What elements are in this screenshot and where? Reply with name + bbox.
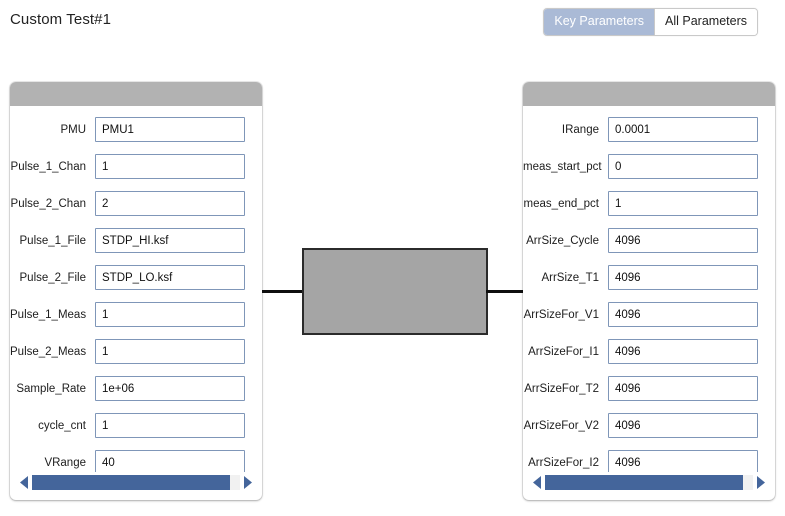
left-parameter-panel: PMU Pulse_1_ChanPulse_2_ChanPulse_1_FileP…	[10, 82, 262, 500]
left-scroll-thumb[interactable]	[32, 475, 230, 490]
param-row: ArrSizeFor_I1	[523, 333, 775, 370]
param-input-cycle_cnt[interactable]	[95, 413, 245, 438]
page-title: Custom Test#1	[10, 11, 112, 28]
param-row: Pulse_1_Chan	[10, 148, 262, 185]
param-label-pmu: PMU	[60, 123, 86, 136]
tab-key-parameters[interactable]: Key Parameters	[544, 9, 655, 35]
right-scroll-thumb[interactable]	[545, 475, 743, 490]
param-label-arrsizefor_v1: ArrSizeFor_V1	[523, 308, 599, 321]
device-wire-left	[262, 290, 304, 293]
param-label-meas_end_pct: meas_end_pct	[523, 197, 599, 210]
param-row: Pulse_2_File	[10, 259, 262, 296]
param-row: ArrSize_T1	[523, 259, 775, 296]
parameter-view-toggle[interactable]: Key Parameters All Parameters	[543, 8, 758, 36]
param-label-cycle_cnt: cycle_cnt	[38, 419, 86, 432]
param-row: cycle_cnt	[10, 407, 262, 444]
param-label-pulse_2_meas: Pulse_2_Meas	[10, 345, 87, 358]
param-input-pulse_1_file[interactable]	[95, 228, 245, 253]
param-row: Pulse_1_Meas	[10, 296, 262, 333]
param-input-arrsizefor_v1[interactable]	[608, 302, 758, 327]
param-row: Sample_Rate	[10, 370, 262, 407]
scroll-left-arrow-icon[interactable]	[18, 475, 30, 491]
param-label-arrsize_cycle: ArrSize_Cycle	[526, 234, 599, 247]
param-input-meas_end_pct[interactable]	[608, 191, 758, 216]
param-label-arrsizefor_v2: ArrSizeFor_V2	[523, 419, 599, 432]
scroll-left-arrow-icon[interactable]	[531, 475, 543, 491]
param-input-arrsize_t1[interactable]	[608, 265, 758, 290]
tab-all-parameters[interactable]: All Parameters	[655, 9, 757, 35]
param-label-arrsizefor_i1: ArrSizeFor_I1	[528, 345, 599, 358]
param-row: Pulse_2_Meas	[10, 333, 262, 370]
right-panel-header	[523, 82, 775, 106]
param-input-sample_rate[interactable]	[95, 376, 245, 401]
param-row: VRange	[10, 444, 262, 472]
param-input-pulse_1_meas[interactable]	[95, 302, 245, 327]
param-row: ArrSizeFor_V2	[523, 407, 775, 444]
param-row: meas_end_pct	[523, 185, 775, 222]
right-panel-body: IRange meas_start_pct meas_end_pctArrSize_…	[523, 106, 775, 472]
param-row: ArrSizeFor_T2	[523, 370, 775, 407]
param-input-arrsizefor_t2[interactable]	[608, 376, 758, 401]
param-input-arrsizefor_v2[interactable]	[608, 413, 758, 438]
right-panel-horizontal-scrollbar[interactable]	[531, 472, 767, 493]
param-label-arrsize_t1: ArrSize_T1	[541, 271, 599, 284]
toggle-divider	[654, 9, 656, 35]
param-label-arrsizefor_i2: ArrSizeFor_I2	[528, 456, 599, 469]
param-row: ArrSize_Cycle	[523, 222, 775, 259]
device-under-test-diagram	[260, 245, 526, 345]
right-scroll-track[interactable]	[545, 475, 753, 490]
param-input-pulse_2_meas[interactable]	[95, 339, 245, 364]
device-wire-right	[486, 290, 526, 293]
param-row: ArrSizeFor_V1	[523, 296, 775, 333]
device-under-test-box[interactable]	[302, 248, 488, 335]
param-input-vrange[interactable]	[95, 450, 245, 472]
param-label-sample_rate: Sample_Rate	[16, 382, 86, 395]
param-row: IRange	[523, 111, 775, 148]
param-input-pulse_2_chan[interactable]	[95, 191, 245, 216]
scroll-right-arrow-icon[interactable]	[242, 475, 254, 491]
param-input-meas_start_pct[interactable]	[608, 154, 758, 179]
scroll-right-arrow-icon[interactable]	[755, 475, 767, 491]
left-panel-horizontal-scrollbar[interactable]	[18, 472, 254, 493]
param-input-arrsizefor_i2[interactable]	[608, 450, 758, 472]
param-row: ArrSizeFor_I2	[523, 444, 775, 472]
left-panel-header	[10, 82, 262, 106]
param-label-pulse_2_file: Pulse_2_File	[19, 271, 86, 284]
param-input-pulse_1_chan[interactable]	[95, 154, 245, 179]
param-label-pulse_1_chan: Pulse_1_Chan	[10, 160, 86, 173]
param-label-pulse_1_meas: Pulse_1_Meas	[10, 308, 87, 321]
left-scroll-track[interactable]	[32, 475, 240, 490]
param-row: Pulse_1_File	[10, 222, 262, 259]
param-label-meas_start_pct: meas_start_pct	[523, 160, 602, 173]
param-row: meas_start_pct	[523, 148, 775, 185]
param-label-irange: IRange	[561, 123, 599, 136]
param-label-pulse_1_file: Pulse_1_File	[19, 234, 86, 247]
param-row: Pulse_2_Chan	[10, 185, 262, 222]
param-label-pulse_2_chan: Pulse_2_Chan	[10, 197, 86, 210]
param-label-vrange: VRange	[44, 456, 86, 469]
param-input-pulse_2_file[interactable]	[95, 265, 245, 290]
right-parameter-panel: IRange meas_start_pct meas_end_pctArrSize_…	[523, 82, 775, 500]
param-input-arrsize_cycle[interactable]	[608, 228, 758, 253]
left-panel-body: PMU Pulse_1_ChanPulse_2_ChanPulse_1_FileP…	[10, 106, 262, 472]
param-input-irange[interactable]	[608, 117, 758, 142]
param-input-arrsizefor_i1[interactable]	[608, 339, 758, 364]
param-row: PMU	[10, 111, 262, 148]
param-label-arrsizefor_t2: ArrSizeFor_T2	[524, 382, 599, 395]
param-input-pmu[interactable]	[95, 117, 245, 142]
